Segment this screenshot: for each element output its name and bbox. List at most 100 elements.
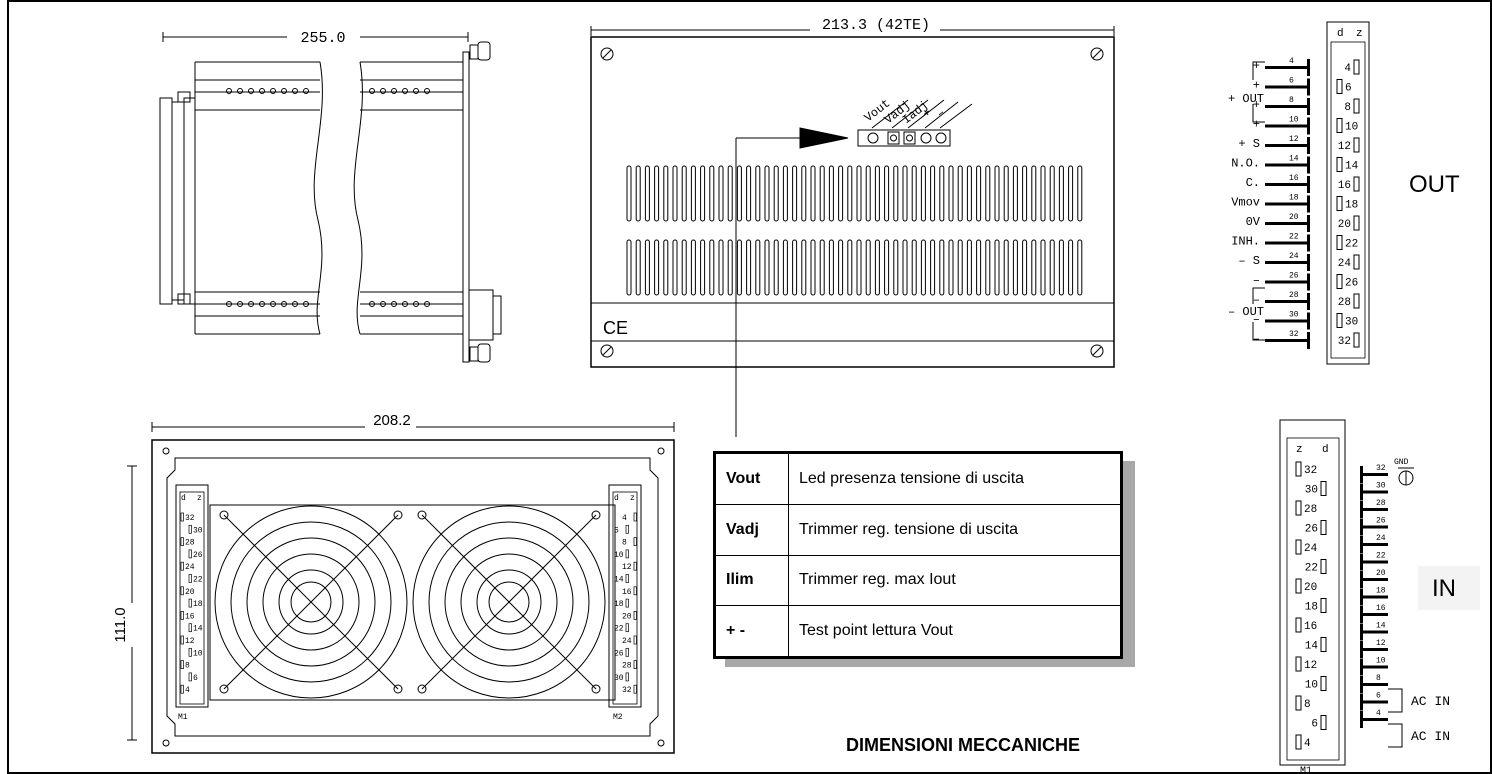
rear-m2-slot [625,549,629,559]
rear-m2-slot [633,537,637,546]
vent-slot [966,165,972,222]
out-slot [1353,59,1360,75]
vent-slot [939,239,945,296]
out-pin-bar [1265,241,1310,245]
out-pin-number: 4 [1289,57,1294,66]
rear-m1-pin-number: 14 [193,625,203,634]
rear-m1-slot [180,512,184,522]
out-slot [1353,215,1360,231]
in-pin-number: 26 [1376,517,1386,526]
out-slot [1353,332,1360,348]
in-pin-number: 14 [1376,622,1386,631]
out-header-z: z [1356,28,1363,40]
vent-slot [1049,239,1055,296]
in-pin-stem [1360,466,1363,483]
vent-slot [755,239,761,296]
vent-slot [718,165,724,222]
out-slot-number: 16 [1338,180,1351,192]
vent-slot [847,165,853,222]
out-connector-title: OUT [1409,171,1460,198]
in-slot [1295,695,1302,711]
out-slot-number: 24 [1338,258,1352,270]
vent-slot [966,239,972,296]
rear-m1-pin-number: 6 [193,674,198,683]
in-pin-bar [1360,560,1388,564]
in-pin-number: 30 [1376,482,1386,491]
in-slot [1320,598,1327,613]
out-slot-number: 8 [1344,102,1351,114]
rear-m1-slot [188,549,192,559]
vent-slot [1077,239,1083,296]
in-pin-stem [1360,483,1363,501]
out-pin-label: – [1253,274,1260,288]
rear-m2-pin-number: 26 [614,649,624,658]
out-slot [1336,274,1343,289]
in-connector-title: IN [1432,575,1456,602]
front-vent-slots-bottom [626,239,1083,296]
in-pin-stem [1360,588,1363,606]
rear-m2-pin-number: 22 [614,625,624,634]
out-pin-number: 12 [1289,135,1299,144]
out-slot-number: 12 [1338,141,1351,153]
vent-slot [828,239,834,296]
vent-slot [736,165,742,222]
out-slot-number: 18 [1345,200,1358,212]
vent-slot [902,239,908,296]
in-pin-bar [1360,700,1388,704]
rear-m1-slot [180,684,184,694]
vent-slot [764,165,770,222]
out-pin-stem [1307,254,1310,271]
in-pin-bar [1360,525,1388,529]
in-pin-stem [1360,606,1363,623]
vent-slot [746,165,752,222]
in-slot-number: 20 [1304,582,1317,594]
rear-m2-slot [633,586,637,596]
vent-slot [792,165,798,222]
rear-m1-slot [188,623,192,633]
vent-slot [810,165,816,222]
rear-m1-pin-number: 28 [185,539,195,548]
vent-slot [930,165,936,222]
out-pin-label: 0V [1246,215,1261,229]
vent-slot [709,239,715,296]
in-pin-bar [1360,613,1388,616]
vent-slot [736,239,742,296]
in-pin-stem [1360,571,1363,588]
rear-m1-slot [180,635,184,645]
rear-m2-pin-number: 28 [622,662,632,671]
out-header-d: d [1337,28,1344,40]
vent-slot [773,165,779,222]
vent-slot [1077,165,1083,222]
out-pin-bar [1265,339,1310,342]
legend-text: Trimmer reg. tensione di uscita [788,503,1121,556]
rear-m2-pin-number: 10 [614,551,624,560]
in-pin-bar [1360,595,1388,599]
vent-slot [1003,165,1009,222]
vent-slot [1022,165,1028,222]
out-pin-bar [1265,261,1310,264]
out-pin-number: 16 [1289,174,1299,183]
vent-slot [1012,239,1018,296]
out-pin-bar [1265,183,1310,186]
vent-slot [626,165,632,222]
side-view-holes [226,88,430,307]
out-pin-number: 24 [1289,252,1299,261]
rear-m2-slot [625,623,629,633]
in-slot [1295,461,1302,477]
in-slot [1295,500,1302,516]
side-view [159,32,502,363]
out-slot [1353,137,1360,153]
rear-view [127,422,675,754]
rear-m2-header-d: d [614,494,619,503]
out-pin-bar [1265,66,1310,69]
vent-slot [1040,239,1046,296]
rear-m1-pin-number: 32 [185,514,195,523]
rear-m2-pin-number: 30 [614,674,624,683]
legend-key: + - [715,605,789,657]
out-slot [1336,157,1343,172]
out-group-minus: – OUT [1228,305,1264,319]
